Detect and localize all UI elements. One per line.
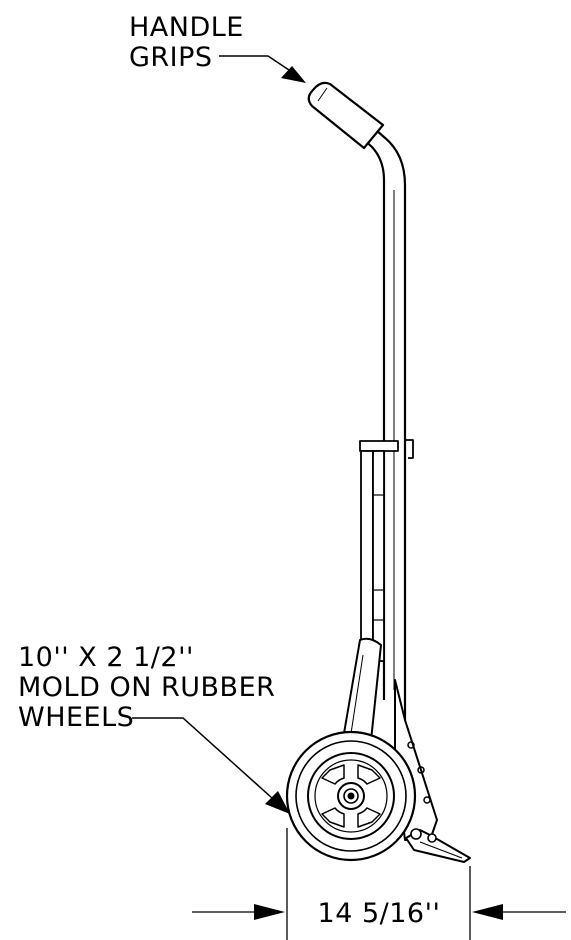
wheels-leader (132, 717, 290, 814)
wheels-label-line3: WHEELS (18, 702, 134, 733)
width-dimension: 14 5/16'' (192, 828, 566, 940)
handle-grips-callout: HANDLE GRIPS (129, 12, 306, 83)
hand-truck (285, 81, 471, 863)
wheels-callout: 10'' X 2 1/2'' MOLD ON RUBBER WHEELS (18, 642, 290, 814)
dimension-arrow-right (472, 904, 566, 920)
handle-grips-label-line2: GRIPS (129, 42, 213, 73)
wheels-label-line2: MOLD ON RUBBER (18, 672, 275, 703)
wheel (285, 730, 417, 862)
wheels-label-line1: 10'' X 2 1/2'' (18, 642, 194, 673)
handle-grip (307, 81, 385, 150)
frame-struts (360, 450, 385, 662)
toe-plate (405, 828, 471, 863)
handle-grips-leader (219, 55, 306, 83)
frame-tube (311, 83, 407, 720)
wheel-spoke-slots (321, 764, 381, 828)
axle-leg (341, 637, 382, 751)
handle-grips-label-line1: HANDLE (129, 12, 244, 43)
wheel-hub (337, 782, 365, 810)
dimension-arrow-left (192, 904, 285, 920)
dimension-width-label: 14 5/16'' (318, 898, 441, 929)
